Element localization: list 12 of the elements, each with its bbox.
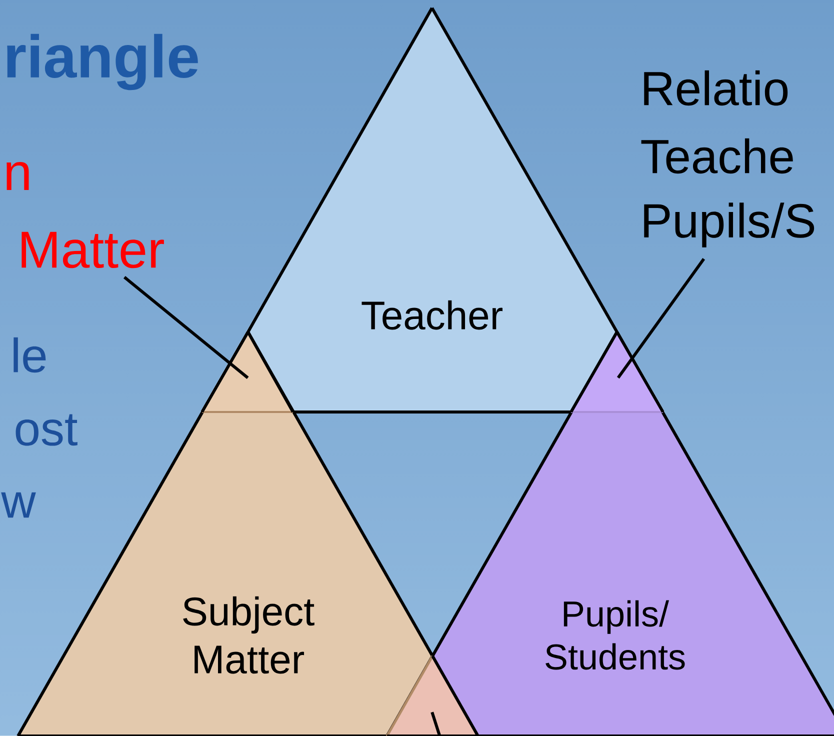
text-line: ost — [16, 414, 78, 446]
leader-line — [430, 712, 442, 736]
leader-line — [123, 276, 249, 379]
overlap-region — [386, 655, 480, 736]
overlap-region — [570, 331, 664, 413]
text-line: n — [6, 162, 29, 190]
triangle: Pupils/ Students — [386, 331, 834, 736]
overlap-region — [200, 331, 294, 413]
title: riangle — [7, 34, 198, 90]
callout-text: Matter — [22, 232, 164, 268]
leader-line — [616, 258, 706, 379]
text-line: le — [14, 337, 46, 373]
